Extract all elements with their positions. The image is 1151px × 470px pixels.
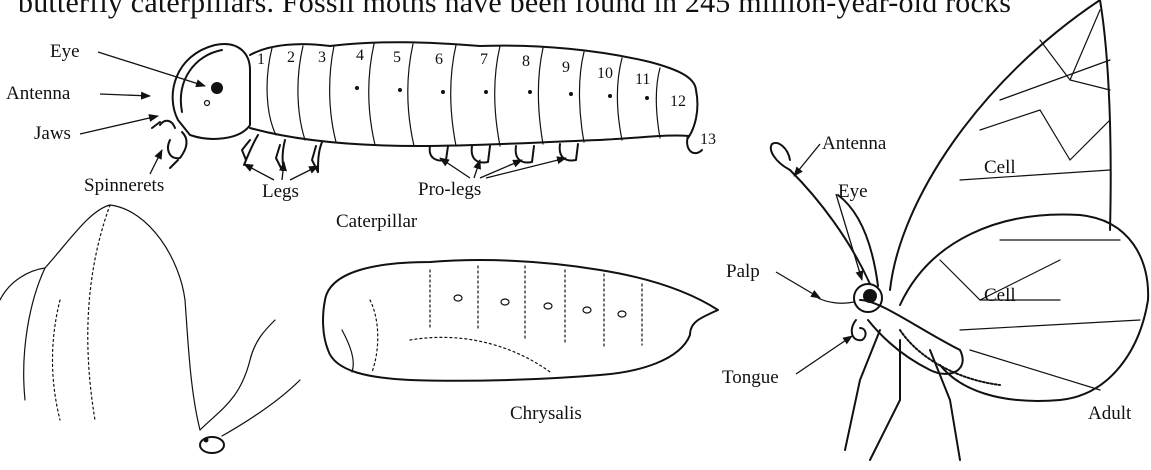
chrysalis-drawing (323, 260, 718, 381)
caterpillar-title: Caterpillar (336, 212, 417, 231)
segment-number: 8 (522, 54, 530, 70)
caterpillar-drawing (80, 42, 702, 180)
segment-number: 11 (635, 72, 650, 88)
label-spinnerets: Spinnerets (84, 176, 164, 195)
label-tongue: Tongue (722, 368, 779, 387)
moth-drawing (0, 205, 300, 453)
caterpillar-eye (211, 82, 223, 94)
label-adult-antenna: Antenna (822, 134, 886, 153)
chrysalis-title: Chrysalis (510, 404, 582, 423)
label-jaws: Jaws (34, 124, 71, 143)
segment-number: 5 (393, 50, 401, 66)
adult-butterfly-drawing (771, 0, 1148, 460)
segment-number: 13 (700, 132, 716, 148)
segment-number: 2 (287, 50, 295, 66)
segment-number: 12 (670, 94, 686, 110)
segment-number: 9 (562, 60, 570, 76)
label-antenna: Antenna (6, 84, 70, 103)
caterpillar-head (173, 44, 250, 139)
label-palp: Palp (726, 262, 760, 281)
segment-number: 7 (480, 52, 488, 68)
adult-title: Adult (1088, 404, 1131, 423)
label-pro-legs: Pro-legs (418, 180, 481, 199)
label-cell-lower: Cell (984, 286, 1016, 305)
label-cell-upper: Cell (984, 158, 1016, 177)
segment-number: 3 (318, 50, 326, 66)
label-eye: Eye (50, 42, 80, 61)
segment-number: 6 (435, 52, 443, 68)
segment-number: 4 (356, 48, 364, 64)
segment-number: 10 (597, 66, 613, 82)
label-legs: Legs (262, 182, 299, 201)
segment-number: 1 (257, 52, 265, 68)
label-adult-eye: Eye (838, 182, 868, 201)
